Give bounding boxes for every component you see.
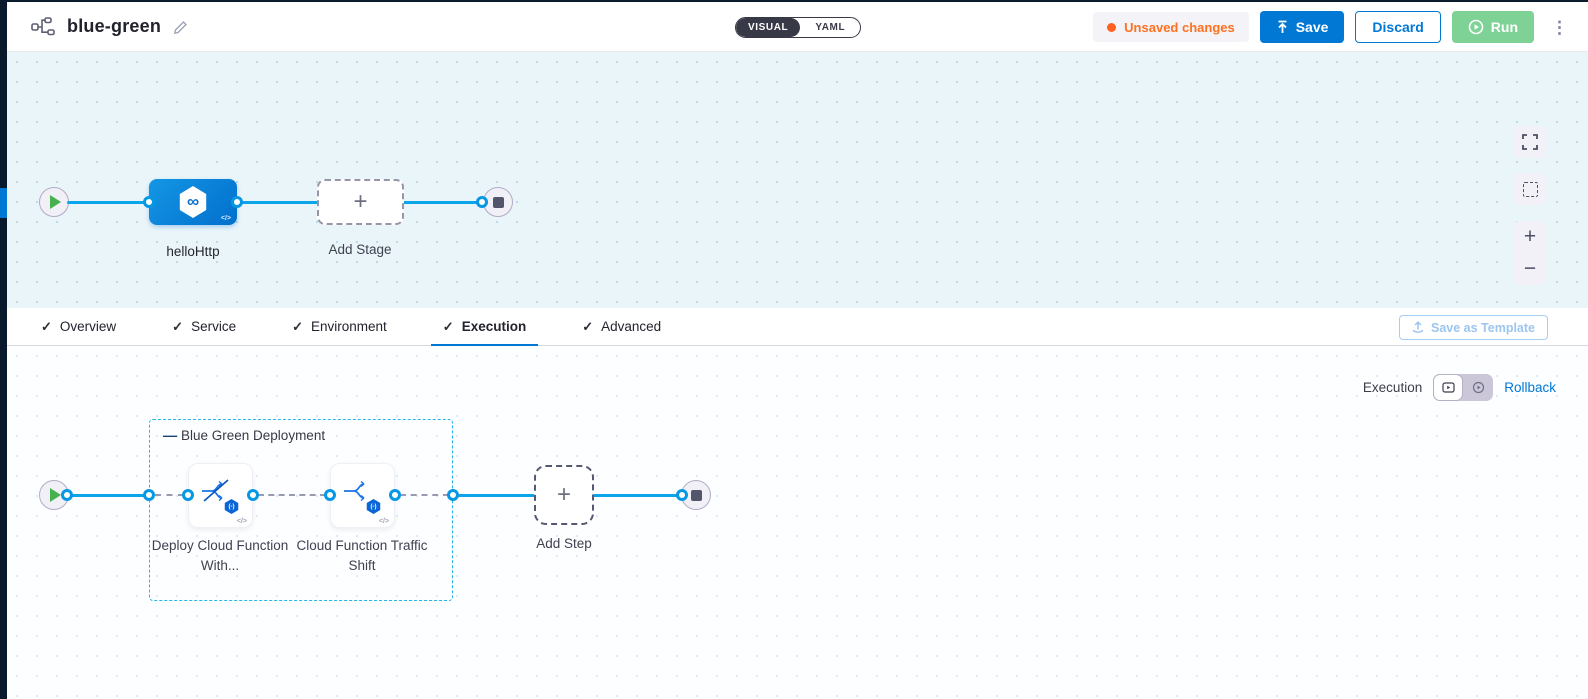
tab-overview[interactable]: ✓ Overview (41, 318, 117, 335)
connector-line (592, 493, 682, 497)
rollback-mode-segment[interactable] (1463, 374, 1493, 401)
save-upload-icon (1278, 20, 1287, 33)
stage-tabbar: ✓ Overview ✓ Service ✓ Environment ✓ Exe… (7, 308, 1588, 346)
group-collapse-icon[interactable]: — (163, 426, 177, 443)
pipeline-icon (31, 17, 55, 36)
marquee-select-icon (1522, 181, 1538, 197)
group-in-port[interactable] (143, 489, 155, 501)
tab-environment[interactable]: ✓ Environment (292, 318, 387, 335)
toggle-visual[interactable]: VISUAL (736, 18, 801, 37)
plus-icon: + (556, 481, 571, 508)
execution-graph-canvas[interactable]: Execution Rollback — (7, 346, 1588, 699)
execution-mode-segment[interactable] (1433, 374, 1464, 401)
step-group-blue-green-deployment[interactable] (149, 419, 453, 601)
check-icon: ✓ (582, 318, 594, 334)
group-label: — Blue Green Deployment (163, 426, 326, 444)
step2-label: Cloud Function Traffic Shift (296, 538, 428, 573)
stage-in-port[interactable] (143, 196, 155, 208)
stop-square-icon (690, 489, 702, 501)
start-out-port[interactable] (61, 489, 73, 501)
step-code-icon: </> (378, 518, 389, 525)
unsaved-changes-badge: Unsaved changes (1093, 12, 1249, 42)
zoom-in-button[interactable]: + (1523, 225, 1537, 248)
toggle-yaml[interactable]: YAML (815, 22, 846, 33)
rollback-steps-icon (1472, 381, 1484, 394)
add-step-label: Add Step (536, 536, 592, 551)
check-icon: ✓ (172, 318, 184, 334)
stage-node-hellohttp[interactable]: ∞ </> (149, 179, 237, 225)
top-border (0, 0, 1588, 2)
fullscreen-icon (1522, 134, 1538, 150)
add-stage-button[interactable]: + (317, 179, 404, 225)
start-play-icon (50, 488, 61, 502)
connector-line (67, 493, 151, 497)
discard-button[interactable]: Discard (1355, 11, 1441, 43)
zoom-controls: + − (1514, 221, 1546, 285)
stop-square-icon (492, 196, 504, 208)
step-deploy-cloud-function[interactable]: (-) </> (188, 463, 253, 528)
save-button[interactable]: Save (1259, 11, 1345, 43)
pipeline-end-node[interactable] (483, 187, 513, 217)
check-icon: ✓ (292, 318, 303, 334)
stage-out-port[interactable] (231, 196, 243, 208)
step1-in-port[interactable] (182, 489, 194, 501)
step1-out-port[interactable] (247, 489, 259, 501)
end-in-port[interactable] (476, 196, 488, 208)
stage-code-icon: </> (220, 215, 231, 222)
step-cloud-function-traffic-shift[interactable]: (-) </> (330, 463, 395, 528)
check-icon: ✓ (41, 318, 52, 334)
run-button[interactable]: Run (1451, 11, 1534, 43)
more-options-kebab-icon[interactable]: ⋮ (1551, 17, 1568, 37)
execution-rollback-toggle[interactable] (1433, 374, 1494, 401)
run-play-icon (1468, 19, 1484, 35)
fullscreen-button[interactable] (1514, 126, 1546, 158)
rollback-link[interactable]: Rollback (1504, 380, 1556, 395)
fit-to-view-button[interactable] (1514, 173, 1546, 205)
execution-steps-icon (1442, 382, 1455, 393)
step1-label: Deploy Cloud Function With... (151, 538, 289, 573)
unsaved-dot-icon (1107, 22, 1117, 32)
tab-service[interactable]: ✓ Service (172, 318, 237, 335)
add-stage-label: Add Stage (328, 242, 392, 257)
tab-advanced[interactable]: ✓ Advanced (582, 318, 662, 335)
cloud-function-badge-icon: (-) (224, 499, 239, 514)
connector-line (67, 200, 151, 204)
stage-name-label: helloHttp (166, 244, 220, 259)
visual-yaml-toggle: VISUAL YAML (735, 17, 862, 38)
stage-graph-canvas[interactable]: ∞ </> helloHttp + Add Stage + − (7, 52, 1588, 308)
plus-icon: + (353, 188, 368, 215)
execution-mode-label: Execution (1362, 380, 1423, 395)
dashed-connector (155, 494, 184, 496)
dashed-connector (400, 494, 449, 496)
traffic-shift-icon (344, 480, 365, 502)
deployment-hexagon-icon: ∞ (179, 186, 207, 218)
pipeline-start-node[interactable] (39, 187, 69, 217)
connector-line (235, 200, 319, 204)
step2-in-port[interactable] (324, 489, 336, 501)
check-icon: ✓ (442, 318, 454, 334)
connector-line (457, 493, 536, 497)
edit-pencil-icon[interactable] (173, 19, 189, 35)
zoom-out-button[interactable]: − (1523, 257, 1537, 280)
connector-line (402, 200, 488, 204)
step-code-icon: </> (236, 518, 247, 525)
end-in-port[interactable] (676, 489, 688, 501)
group-out-port[interactable] (447, 489, 459, 501)
header-actions: Unsaved changes Save Discard Run ⋮ (1093, 2, 1574, 52)
nav-rail-accent (0, 188, 7, 218)
cloud-function-badge-icon: (-) (366, 499, 381, 514)
header: blue-green VISUAL YAML Unsaved changes S… (7, 2, 1588, 52)
add-step-button[interactable]: + (534, 465, 594, 525)
step2-out-port[interactable] (389, 489, 401, 501)
execution-mode-row: Execution Rollback (1363, 374, 1556, 401)
start-play-icon (50, 195, 61, 209)
template-upload-icon (1412, 321, 1424, 333)
dashed-connector (258, 494, 326, 496)
pipeline-title: blue-green (67, 16, 162, 36)
collapsed-nav-rail[interactable] (0, 0, 7, 699)
header-left: blue-green (7, 16, 189, 37)
deploy-traffic-icon (202, 479, 229, 502)
tab-execution[interactable]: ✓ Execution (430, 308, 539, 346)
save-as-template-button[interactable]: Save as Template (1399, 315, 1548, 340)
